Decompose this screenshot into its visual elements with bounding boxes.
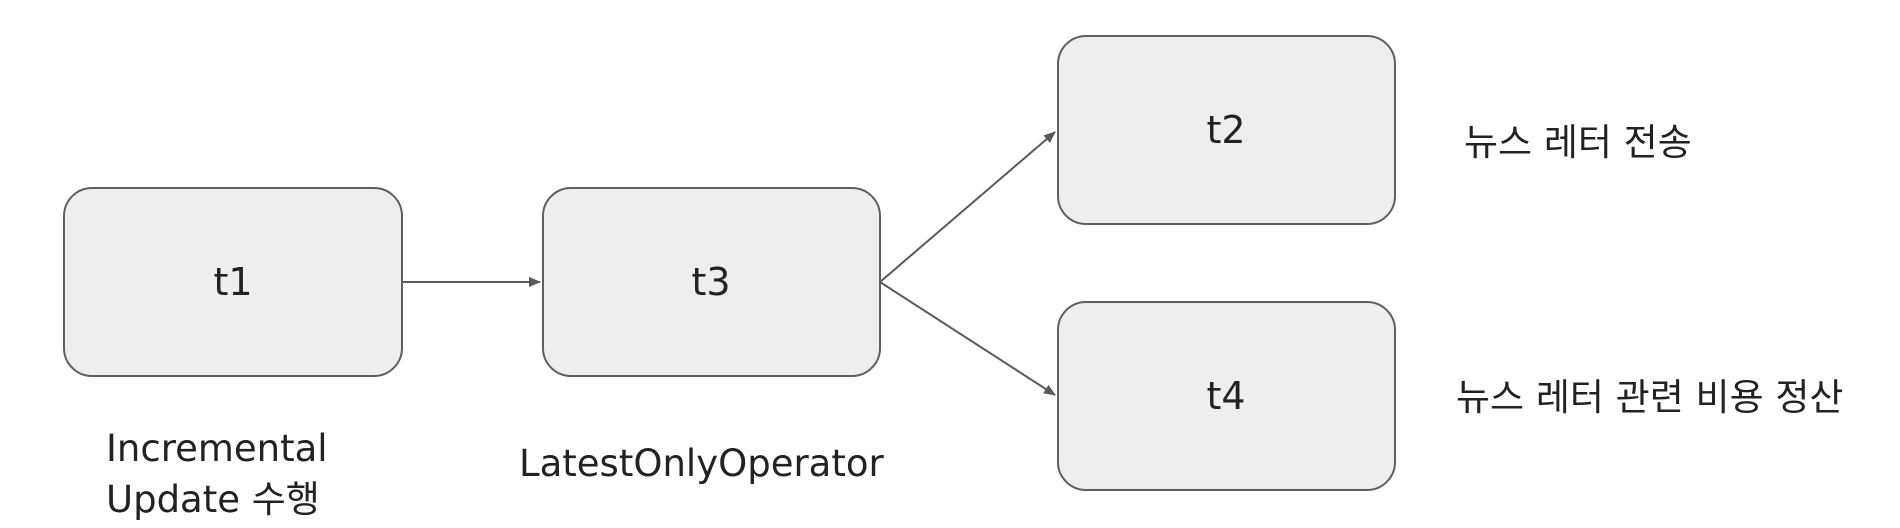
node-t4-label: t4: [1206, 374, 1245, 418]
node-t3-label: t3: [691, 260, 730, 304]
node-t1-label: t1: [213, 260, 252, 304]
annotation-t4: 뉴스 레터 관련 비용 정산: [1456, 376, 1843, 419]
annotation-t2: 뉴스 레터 전송: [1464, 121, 1692, 164]
edge-t3-t4: [879, 281, 1056, 396]
edge-t3-t2: [879, 131, 1056, 283]
node-t3[interactable]: t3: [542, 187, 881, 377]
annotation-t3: LatestOnlyOperator: [519, 442, 884, 485]
node-t4[interactable]: t4: [1057, 301, 1396, 491]
node-t2[interactable]: t2: [1057, 35, 1396, 225]
node-t2-label: t2: [1206, 108, 1245, 152]
annotation-t1-line2: Update 수행: [106, 478, 320, 521]
node-t1[interactable]: t1: [63, 187, 403, 377]
annotation-t1-line1: Incremental: [106, 427, 328, 470]
